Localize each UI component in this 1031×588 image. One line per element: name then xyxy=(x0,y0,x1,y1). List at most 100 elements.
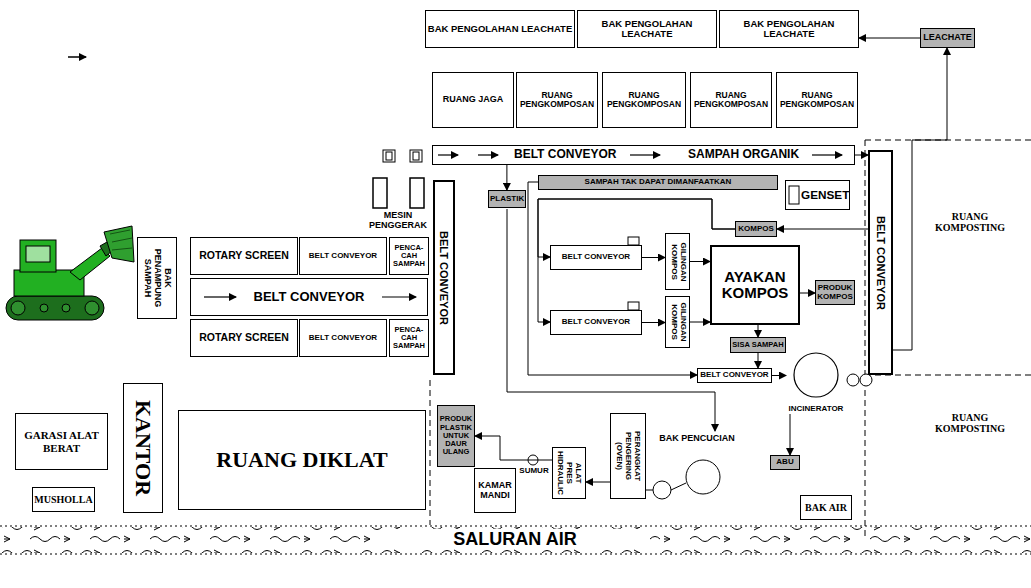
process-box: BELT CONVEYOR SAMPAH ORGANIK xyxy=(432,145,855,165)
process-box: GILINGAN KOMPOS xyxy=(665,296,690,348)
process-box: PERANGKAT PENGERING (OVEN) xyxy=(610,413,646,499)
water-channel xyxy=(0,526,1031,554)
flow-connector xyxy=(475,436,552,460)
process-box: BAK PENGOLAHAN LEACHATE xyxy=(719,10,859,48)
washing-tanks xyxy=(646,460,720,499)
process-box: ROTARY SCREEN xyxy=(190,319,298,357)
box-label: SAMPAH TAK DAPAT DIMANFAATKAN xyxy=(584,178,733,187)
box-label: BELT CONVEYOR xyxy=(561,253,631,262)
process-box: RUANG PENGKOMPOSAN xyxy=(602,72,686,128)
box-label: KAMAR MANDI xyxy=(475,481,515,501)
box-label: RUANG PENGKOMPOSAN xyxy=(603,91,685,110)
flow-connector xyxy=(758,325,759,337)
process-box: RUANG PENGKOMPOSAN xyxy=(516,72,598,128)
box-label: PRODUK PLASTIK UNTUK DAUR ULANG xyxy=(438,415,474,456)
process-box: PENCA-CAH SAMPAH xyxy=(389,319,429,357)
process-box: SAMPAH TAK DAPAT DIMANFAATKAN xyxy=(538,175,778,190)
process-box: PENCA-CAH SAMPAH xyxy=(389,237,429,275)
process-box: ROTARY SCREEN xyxy=(190,237,298,275)
process-box: BELT CONVEYOR xyxy=(868,150,893,375)
process-box: GARASI ALAT BERAT xyxy=(15,413,108,470)
box-label: PENCA-CAH SAMPAH xyxy=(390,244,428,269)
process-box: KOMPOS xyxy=(735,221,777,237)
box-label: LEACHATE xyxy=(922,33,972,43)
genset-detail xyxy=(789,186,799,204)
box-label: BELT CONVEYOR xyxy=(438,183,450,372)
box-label: BELT CONVEYOR xyxy=(511,148,619,161)
region-dashes xyxy=(430,140,1031,540)
box-label: BAK PENGOLAHAN LEACHATE xyxy=(720,19,858,40)
process-box: KANTOR xyxy=(123,383,163,513)
process-box: ALAT PRES HIDRAULIC xyxy=(552,447,586,499)
process-box: RUANG PENGKOMPOSAN xyxy=(776,72,858,128)
flow-connector xyxy=(690,261,710,262)
flow-connector xyxy=(893,48,947,350)
box-label: PENCA-CAH SAMPAH xyxy=(390,326,428,351)
process-box: BELT CONVEYOR xyxy=(550,245,642,270)
flow-connector xyxy=(758,353,759,368)
box-label: BAK PENGOLAHAN LEACHATE xyxy=(578,19,716,40)
box-label: MUSHOLLA xyxy=(33,494,93,505)
flow-connector xyxy=(642,322,665,323)
flow-connector xyxy=(800,293,815,294)
box-label: RUANG PENGKOMPOSAN xyxy=(517,91,597,110)
process-box: BAK PENGOLAHAN LEACHATE xyxy=(425,10,575,48)
process-box: BELT CONVEYOR xyxy=(433,180,455,375)
flow-connector xyxy=(528,182,697,375)
box-label: BAK PENGOLAHAN LEACHATE xyxy=(427,24,573,34)
box-label: PERANGKAT PENGERING (OVEN) xyxy=(615,416,641,496)
process-box: BAK PENAMPUNG SAMPAH xyxy=(137,237,177,319)
box-label: GILINGAN KOMPOS xyxy=(669,299,687,345)
process-box: RUANG DIKLAT xyxy=(178,410,426,510)
process-box: MUSHOLLA xyxy=(32,487,95,512)
box-label: BAK PENAMPUNG SAMPAH xyxy=(142,240,172,316)
box-label: ABU xyxy=(775,458,794,467)
process-box: PLASTIK xyxy=(488,190,526,208)
box-label: KANTOR xyxy=(131,386,155,510)
box-label: RUANG DIKLAT xyxy=(215,448,388,472)
process-box: BELT CONVEYOR xyxy=(299,237,387,275)
flow-connector xyxy=(538,199,735,322)
process-box: BAK PENGOLAHAN LEACHATE xyxy=(577,10,717,48)
flow-connector xyxy=(586,482,610,483)
process-box: PRODUK KOMPOS xyxy=(815,280,855,305)
process-box: BELT CONVEYOR xyxy=(299,319,387,357)
box-label: ROTARY SCREEN xyxy=(198,332,290,344)
box-label: KOMPOS xyxy=(737,225,775,234)
flow-connector xyxy=(772,375,786,376)
box-label: PRODUK KOMPOS xyxy=(816,284,854,302)
process-box: KAMAR MANDI xyxy=(474,468,516,513)
process-box: SISA SAMPAH xyxy=(730,337,786,353)
box-label: BELT CONVEYOR xyxy=(561,318,631,327)
flow-connector xyxy=(855,155,868,156)
box-label: ALAT PRES HIDRAULIC xyxy=(556,450,582,496)
box-label: BELT CONVEYOR xyxy=(874,153,886,372)
plan-label: MESIN PENGGERAK xyxy=(366,211,430,231)
incinerator-circle: INCINERATOR xyxy=(786,352,846,414)
box-label: PLASTIK xyxy=(489,195,525,204)
excavator-illustration xyxy=(6,226,134,320)
plan-label: SALURAN AIR xyxy=(380,529,650,549)
flow-connector xyxy=(690,322,710,323)
box-label: SAMPAH ORGANIK xyxy=(685,148,802,161)
box-label: BELT CONVEYOR xyxy=(308,252,378,261)
incinerator-stacks xyxy=(847,374,872,386)
plan-label: BAK PENCUCIAN xyxy=(652,434,742,444)
process-box: RUANG PENGKOMPOSAN xyxy=(690,72,772,128)
flow-connector xyxy=(506,165,507,190)
box-label: GARASI ALAT BERAT xyxy=(16,429,107,453)
stray-arrow xyxy=(68,57,86,58)
box-label: GENSET xyxy=(800,189,849,202)
box-label: INCINERATOR xyxy=(786,405,846,414)
flow-connector xyxy=(859,38,920,39)
box-label: RUANG PENGKOMPOSAN xyxy=(777,91,857,110)
box-label: BELT CONVEYOR xyxy=(308,334,378,343)
process-box: BELT CONVEYOR xyxy=(550,310,642,335)
drive-motors xyxy=(373,150,424,208)
box-label: SISA SAMPAH xyxy=(731,341,784,349)
box-label: AYAKAN KOMPOS xyxy=(712,269,798,302)
process-box: AYAKAN KOMPOS xyxy=(710,245,800,325)
box-label: BELT CONVEYOR xyxy=(699,371,769,380)
